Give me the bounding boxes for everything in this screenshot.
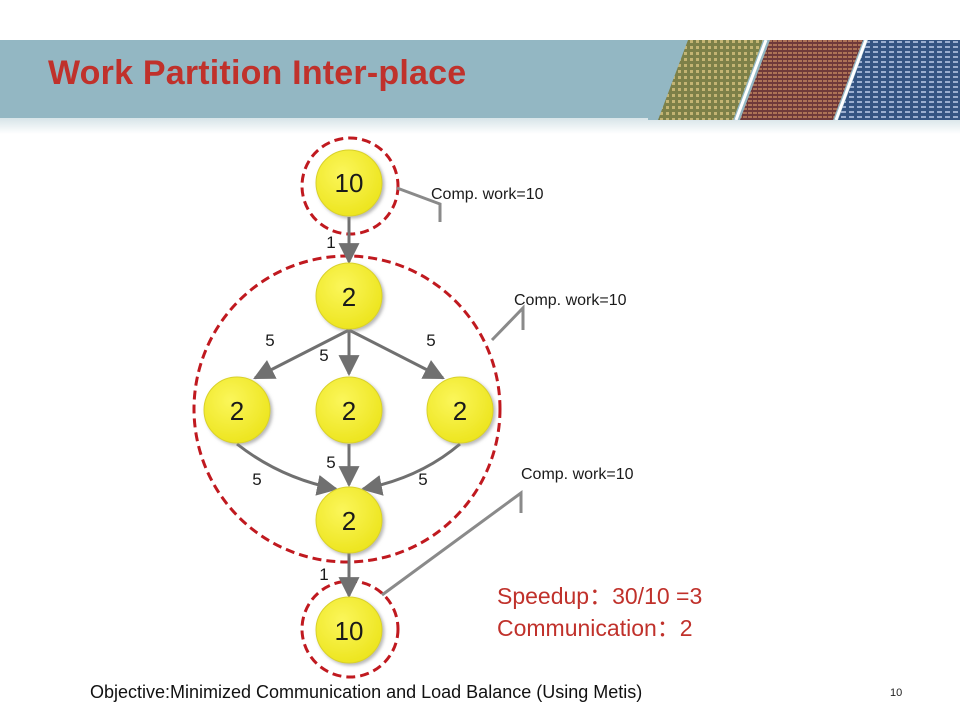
callout-text-middle: Comp. work=10 [514,292,627,309]
node-label-mid-bottom: 2 [342,506,356,536]
edge-weight-label: 5 [326,453,335,472]
edge-mid-top-to-mid-right [348,328,445,380]
edge-weight-label: 5 [426,331,435,350]
speedup-text: Speedup：30/10 =3 [497,583,703,609]
edge-weight-label: 5 [319,346,328,365]
edge-weight-label: 5 [265,331,274,350]
node-mid-left [203,376,271,444]
node-label-mid-right: 2 [453,396,467,426]
edge-weight-label: 1 [319,565,328,584]
node-mid-bottom [315,486,383,554]
node-mid-center [315,376,383,444]
objective-text: Objective:Minimized Communication and Lo… [90,682,643,702]
header-divider [0,118,960,134]
edge-mid-right-to-mid-bottom [360,442,461,496]
node-label-mid-left: 2 [230,396,244,426]
callout-text-top: Comp. work=10 [431,186,544,203]
page-number: 10 [890,687,903,699]
callout-text-bottom: Comp. work=10 [521,466,634,483]
edge-weight-label: 5 [252,470,261,489]
node-label-mid-center: 2 [342,396,356,426]
edge-mid-top-to-mid-left [253,328,350,380]
slide-title: Work Partition Inter-place [48,54,467,92]
node-label-mid-top: 2 [342,282,356,312]
node-mid-right [426,376,494,444]
callout-connector-bottom [381,490,523,597]
edge-mid-left-to-mid-bottom [236,442,339,496]
communication-text: Communication：2 [497,615,693,641]
node-bottom [315,596,383,664]
edge-weight-label: 5 [418,470,427,489]
node-top [315,149,383,217]
node-label-top: 10 [335,168,364,198]
node-label-bottom: 10 [335,616,364,646]
node-mid-top [315,262,383,330]
chip-images-strip [648,40,960,120]
callout-connector-middle [490,304,525,342]
results-block: Speedup：30/10 =3 Communication：2 [497,580,702,644]
callout-connector-top [396,186,442,222]
edge-weight-label: 1 [326,233,335,252]
